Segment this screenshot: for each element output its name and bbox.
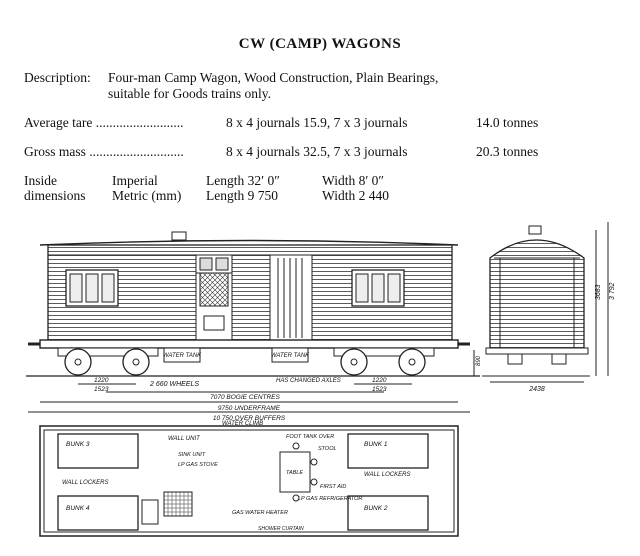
tare-label: Average tare .......................... bbox=[24, 115, 184, 130]
bogie-right bbox=[333, 347, 435, 376]
side-elevation: WATER TANK WATER TANK bbox=[26, 231, 480, 377]
dim-underframe: 9750 UNDERFRAME bbox=[218, 405, 281, 412]
dim-2438: 2438 bbox=[528, 386, 545, 393]
dim-bogie-centres: 7070 BOGIE CENTRES bbox=[210, 394, 280, 401]
plan-bunk-3: BUNK 3 bbox=[66, 441, 90, 448]
dim-3792: 3 792 bbox=[609, 282, 616, 300]
floor-plan: WATER CLIMB BUNK 3 BUNK 1 BUNK 4 BUNK 2 … bbox=[39, 421, 459, 537]
end-elevation: 2438 3683 3 792 890 bbox=[473, 222, 616, 393]
description-label: Description: bbox=[24, 70, 91, 85]
plan-wall-unit: WALL UNIT bbox=[168, 436, 201, 442]
inside-label: Inside bbox=[24, 173, 57, 188]
plan-wall-lockers-left: WALL LOCKERS bbox=[62, 480, 108, 486]
dim-1220-left: 1220 bbox=[94, 377, 109, 384]
page-title: CW (CAMP) WAGONS bbox=[238, 36, 402, 52]
dim-1220-right: 1220 bbox=[372, 377, 387, 384]
water-tank-label-2: WATER TANK bbox=[271, 353, 310, 359]
plan-bunk-4: BUNK 4 bbox=[66, 505, 90, 512]
tare-detail: 8 x 4 journals 15.9, 7 x 3 journals bbox=[226, 115, 408, 130]
gross-value: 20.3 tonnes bbox=[476, 144, 539, 159]
window-left bbox=[65, 269, 119, 307]
plan-bunk-1: BUNK 1 bbox=[364, 441, 388, 448]
plan-gas-stove: LP GAS STOVE bbox=[178, 462, 218, 468]
length-imperial: Length 32′ 0″ bbox=[206, 173, 280, 188]
dim-890: 890 bbox=[476, 355, 482, 366]
plan-gas-water-heater: GAS WATER HEATER bbox=[232, 510, 288, 516]
length-metric: Length 9 750 bbox=[206, 188, 278, 203]
water-tank-label-1: WATER TANK bbox=[163, 353, 202, 359]
dim-1523-left: 1523 bbox=[94, 386, 109, 393]
metric-label: Metric (mm) bbox=[112, 188, 182, 203]
plan-water-climb: WATER CLIMB bbox=[222, 421, 263, 427]
dimension-lines: 1220 1523 1220 1523 2 660 WHEELS HAS CHA… bbox=[28, 377, 470, 422]
window-upper bbox=[195, 254, 233, 274]
plan-stool: STOOL bbox=[318, 446, 337, 452]
description-line-2: suitable for Goods trains only. bbox=[108, 86, 271, 101]
width-metric: Width 2 440 bbox=[322, 188, 389, 203]
tare-value: 14.0 tonnes bbox=[476, 115, 539, 130]
description-line-1: Four-man Camp Wagon, Wood Construction, … bbox=[108, 70, 439, 85]
plan-gas-refrigerator: LP GAS REFRIGERATOR bbox=[298, 496, 362, 502]
window-right bbox=[351, 269, 405, 307]
plan-first-aid: FIRST AID bbox=[320, 484, 346, 490]
dim-3683: 3683 bbox=[595, 284, 602, 300]
gross-detail: 8 x 4 journals 32.5, 7 x 3 journals bbox=[226, 144, 408, 159]
plan-wall-lockers-right: WALL LOCKERS bbox=[364, 472, 410, 478]
plan-foot-tank: FOOT TANK OVER bbox=[286, 434, 334, 440]
plan-bunk-2: BUNK 2 bbox=[364, 505, 388, 512]
imperial-label: Imperial bbox=[112, 173, 158, 188]
plan-sink-unit: SINK UNIT bbox=[178, 452, 206, 458]
plan-shower-curtain: SHOWER CURTAIN bbox=[258, 526, 304, 532]
dim-wheels: 2 660 WHEELS bbox=[149, 381, 199, 388]
plan-table: TABLE bbox=[286, 470, 303, 476]
width-imperial: Width 8′ 0″ bbox=[322, 173, 385, 188]
dim-over-buffers: 10 750 OVER BUFFERS bbox=[213, 415, 286, 422]
dim-1523-right: 1523 bbox=[372, 386, 387, 393]
dim-axles: HAS CHANGED AXLES bbox=[276, 378, 341, 384]
dimensions-label: dimensions bbox=[24, 188, 86, 203]
bogie-left bbox=[57, 347, 159, 376]
gross-label: Gross mass ............................ bbox=[24, 144, 184, 159]
